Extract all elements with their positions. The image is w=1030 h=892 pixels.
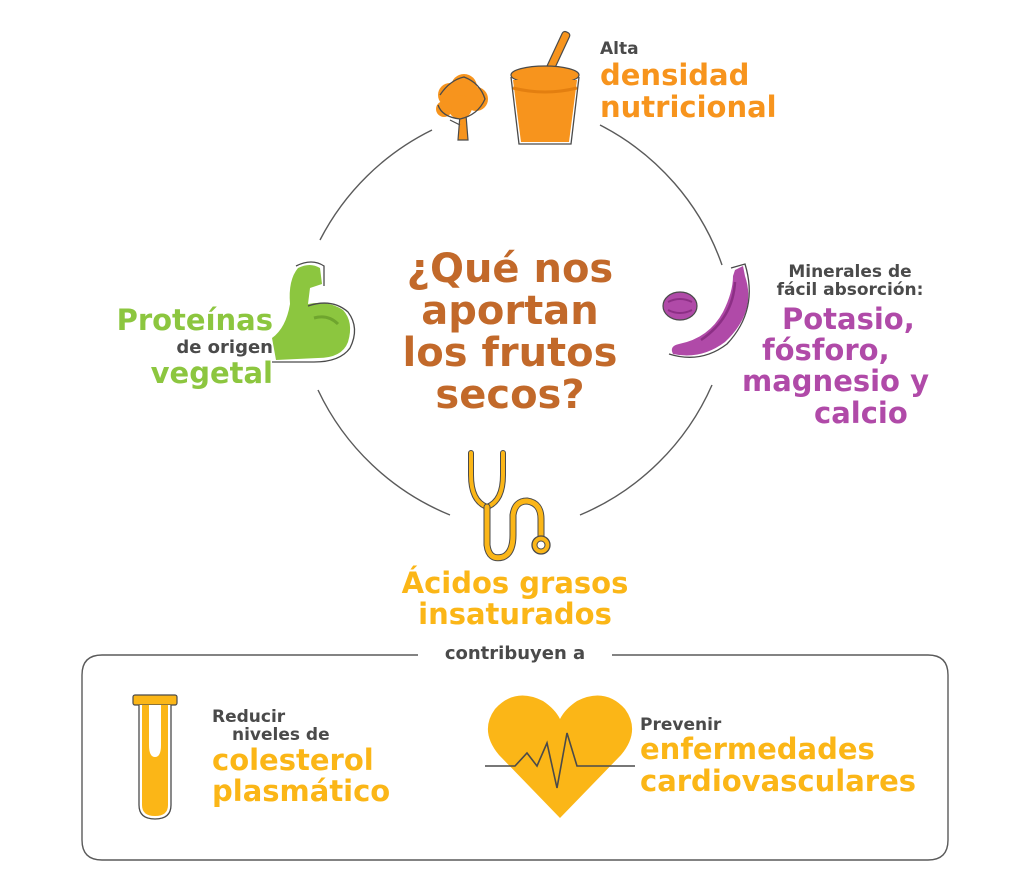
protein-line-1: Proteínas bbox=[116, 303, 273, 337]
cardio-line-2: cardiovasculares bbox=[640, 763, 916, 798]
fats-line-2: insaturados bbox=[418, 597, 612, 632]
cholesterol-small-line-1: Reducir bbox=[212, 707, 286, 727]
fats-label: Ácidos grasos insaturados bbox=[360, 566, 670, 632]
cardio-line-1: enfermedades bbox=[640, 732, 875, 767]
nutrition-label: Alta densidad nutricional bbox=[600, 40, 777, 123]
yogurt-cup-icon bbox=[510, 30, 580, 145]
nutrition-line-2: nutricional bbox=[600, 89, 777, 124]
minerals-line-2: fósforo, bbox=[762, 333, 890, 368]
test-tube-icon bbox=[132, 694, 178, 820]
protein-small-text: de origen bbox=[176, 337, 273, 359]
nut-icon bbox=[662, 291, 698, 321]
minerals-label: Minerales de fácil absorción: Potasio, f… bbox=[740, 263, 960, 429]
banana-icon bbox=[668, 263, 750, 358]
cardio-label: Prevenir enfermedades cardiovasculares bbox=[640, 716, 916, 797]
stethoscope-icon bbox=[468, 450, 551, 562]
cholesterol-small-line-2: niveles de bbox=[232, 725, 330, 746]
nutrition-small-text: Alta bbox=[600, 39, 639, 59]
minerals-small-line-1: Minerales de bbox=[788, 262, 912, 282]
minerals-line-4: calcio bbox=[814, 395, 908, 430]
flexed-arm-icon bbox=[272, 261, 356, 363]
cholesterol-line-2: plasmático bbox=[212, 774, 391, 809]
nutrition-line-1: densidad bbox=[600, 58, 750, 93]
minerals-line-1: Potasio, bbox=[782, 301, 915, 336]
connector-text: contribuyen a bbox=[444, 643, 586, 664]
question-line-2: aportan bbox=[421, 288, 599, 334]
minerals-line-3: magnesio y bbox=[742, 364, 929, 399]
cholesterol-label: Reducir niveles de colesterol plasmático bbox=[212, 708, 390, 807]
protein-line-2: vegetal bbox=[150, 355, 273, 390]
protein-label: Proteínas de origen vegetal bbox=[98, 303, 273, 390]
cholesterol-line-1: colesterol bbox=[212, 742, 374, 777]
cardio-small-text: Prevenir bbox=[640, 715, 722, 735]
broccoli-icon bbox=[436, 74, 488, 141]
question-line-4: secos? bbox=[435, 372, 585, 418]
question-line-1: ¿Qué nos bbox=[406, 246, 614, 292]
minerals-small-line-2: fácil absorción: bbox=[776, 280, 924, 301]
question-line-3: los frutos bbox=[402, 330, 618, 376]
fats-line-1: Ácidos grasos bbox=[401, 566, 629, 600]
heart-pulse-icon bbox=[485, 695, 635, 818]
center-question: ¿Qué nos aportan los frutos secos? bbox=[380, 248, 640, 416]
